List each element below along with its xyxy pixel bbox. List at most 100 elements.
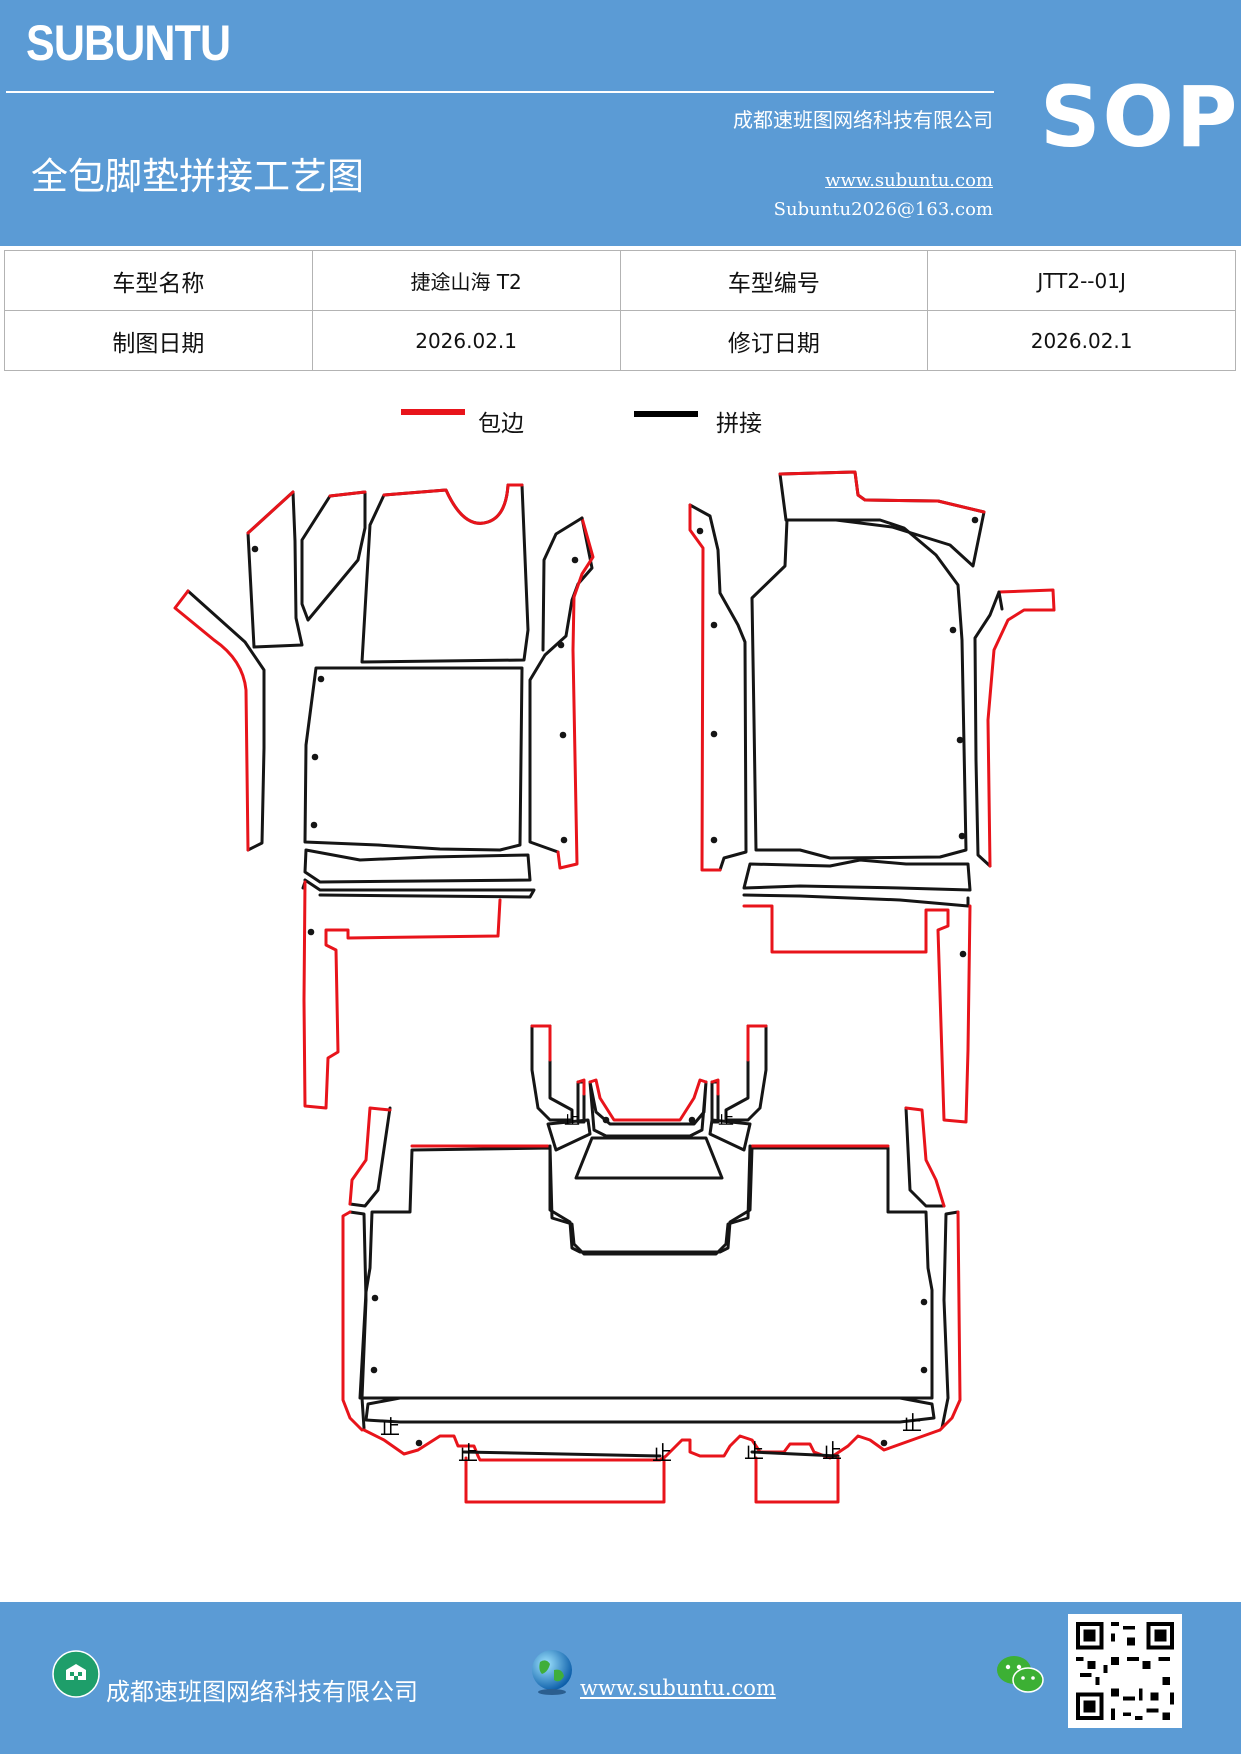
right-bottom-strip-piece <box>742 858 972 892</box>
stop-mark: 止 <box>652 1441 672 1465</box>
revise-date-label: 修订日期 <box>619 310 929 371</box>
rear-group <box>341 1024 962 1504</box>
stop-mark: 止 <box>744 1439 764 1463</box>
fastener-dot <box>710 836 718 844</box>
stop-mark: 止 <box>564 1109 580 1128</box>
left-bottom-strip-piece <box>303 848 532 884</box>
rear-left-side-edge <box>341 1210 364 1432</box>
left-front-group <box>173 483 595 1110</box>
right-outer-strip-edge <box>986 588 1056 868</box>
fastener-dot <box>317 675 325 683</box>
building-icon <box>52 1650 100 1698</box>
fastener-dot <box>311 753 319 761</box>
footer-company: 成都速班图网络科技有限公司 <box>106 1678 418 1706</box>
info-table: 车型名称 捷途山海 T2 车型编号 JTT2--01J 制图日期 2026.02… <box>4 250 1236 371</box>
rear-left-arm-piece <box>348 1106 392 1208</box>
left-tunnel-strip-edge <box>556 516 595 870</box>
rear-right-arm-piece <box>904 1106 946 1208</box>
rear-right-side-piece <box>940 1210 960 1430</box>
rear-left-box-edge <box>464 1456 666 1504</box>
fastener-dot <box>415 1439 423 1447</box>
qr-code-icon[interactable] <box>1067 1614 1183 1728</box>
right-outer-strip-piece <box>973 590 1001 868</box>
model-name-value: 捷途山海 T2 <box>311 250 621 311</box>
wechat-icon[interactable] <box>996 1654 1044 1696</box>
fastener-dot <box>602 1116 610 1124</box>
left-diagonal-edge <box>328 490 367 498</box>
fastener-dot <box>557 641 565 649</box>
fastener-dot <box>959 950 967 958</box>
left-tunnel-top-piece <box>541 516 584 652</box>
header-website-link[interactable]: www.subuntu.com <box>825 170 993 191</box>
rear-main-piece <box>358 1146 934 1400</box>
legend-edge-label: 包边 <box>478 411 524 437</box>
rear-right-box-edge <box>754 1456 840 1504</box>
stop-mark: 止 <box>902 1411 922 1435</box>
left-side-long-piece <box>186 589 266 852</box>
fastener-dots <box>251 516 979 1447</box>
fastener-dot <box>971 516 979 524</box>
rear-bottom-band-piece <box>364 1396 936 1424</box>
model-name-label: 车型名称 <box>4 250 313 311</box>
legend-seam-label: 拼接 <box>716 411 762 437</box>
rear-right-arm-edge <box>904 1106 946 1208</box>
model-code-label: 车型编号 <box>619 250 929 311</box>
fastener-dot <box>688 1116 696 1124</box>
tunnel-right-arm-edge <box>746 1024 768 1062</box>
fastener-dot <box>251 545 259 553</box>
footer-website-link[interactable]: www.subuntu.com <box>580 1676 776 1700</box>
rear-seam-line <box>462 1450 840 1458</box>
left-pillar-piece <box>246 490 304 649</box>
tunnel-body-piece <box>548 1144 752 1256</box>
fastener-dot <box>920 1366 928 1374</box>
tunnel-left-arm-piece <box>530 1024 574 1122</box>
left-bottom-strip2-piece <box>303 878 536 899</box>
left-top-main-edge <box>382 483 524 525</box>
tunnel-wing-right-piece <box>708 1118 752 1152</box>
right-side-strip-edge <box>688 503 722 872</box>
header-email: Subuntu2026@163.com <box>773 199 993 220</box>
fastener-dot <box>710 621 718 629</box>
fastener-dot <box>307 928 315 936</box>
header-company: 成都速班图网络科技有限公司 <box>733 108 993 132</box>
table-row: 车型名称 捷途山海 T2 车型编号 JTT2--01J <box>4 250 1236 311</box>
fastener-dot <box>710 730 718 738</box>
right-top-edge <box>778 470 986 514</box>
stop-mark: 止 <box>380 1415 400 1439</box>
legend-edge-line <box>401 409 465 415</box>
fastener-dot <box>559 731 567 739</box>
left-tunnel-strip-piece <box>528 516 594 854</box>
fastener-dot <box>371 1294 379 1302</box>
tunnel-inner-right-edge <box>710 1078 720 1096</box>
left-side-long-edge <box>173 589 250 852</box>
fastener-dot <box>571 556 579 564</box>
fastener-dot <box>949 626 957 634</box>
tunnel-wing-left-piece <box>546 1118 592 1152</box>
left-center-main-piece <box>303 666 524 852</box>
sop-badge: SOP <box>1040 68 1240 166</box>
right-bottom-strip2-piece <box>742 893 970 908</box>
document-title: 全包脚垫拼接工艺图 <box>31 155 364 198</box>
fastener-dot <box>696 527 704 535</box>
floor-mat-drawing: 止 止 止 止 止 止 止 止 <box>173 470 1056 1504</box>
brand-logo: SUBUNTU <box>26 15 231 71</box>
tunnel-right-arm-piece <box>724 1024 768 1122</box>
left-lower-rail-edge <box>302 880 502 1110</box>
left-diagonal-piece <box>300 490 367 622</box>
right-outer-top-piece <box>997 590 1004 611</box>
header-banner: SUBUNTU SOP 成都速班图网络科技有限公司 www.subuntu.co… <box>0 0 1241 246</box>
right-front-group <box>688 470 1056 1124</box>
header-divider <box>6 91 994 93</box>
fastener-dot <box>880 1439 888 1447</box>
stop-mark: 止 <box>822 1439 842 1463</box>
stop-mark: 止 <box>718 1109 734 1128</box>
tunnel-inner-left-edge <box>576 1078 586 1096</box>
tunnel-center-edge <box>588 1078 708 1122</box>
draw-date-label: 制图日期 <box>4 310 313 371</box>
right-side-strip-piece <box>688 503 748 872</box>
rear-left-arm-edge <box>348 1106 392 1206</box>
right-top-center-piece <box>750 518 968 860</box>
fastener-dot <box>956 736 964 744</box>
draw-date-value: 2026.02.1 <box>311 310 621 371</box>
legend-seam-line <box>634 411 698 417</box>
